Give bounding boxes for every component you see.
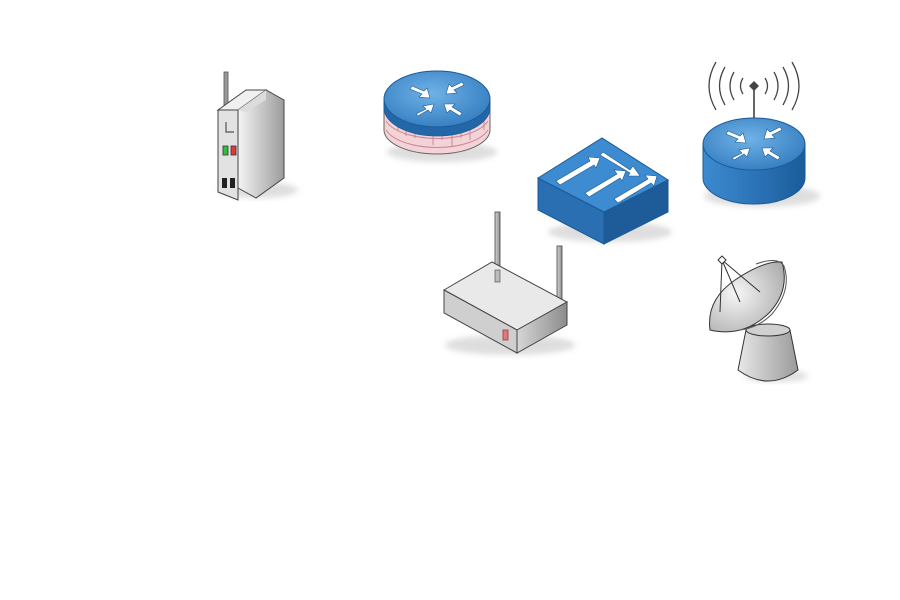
- firewall-router-icon: [383, 70, 497, 162]
- radio-waves-icon: [708, 61, 800, 111]
- satellite-dish-icon: [709, 255, 808, 382]
- wifi-modem-icon: [442, 211, 575, 355]
- status-led-red: [230, 145, 237, 156]
- status-led-green: [222, 145, 229, 156]
- modem-led-icon: [502, 329, 509, 341]
- wireless-router-icon: [702, 61, 820, 207]
- wireless-access-point-icon: [216, 71, 298, 201]
- network-switch-icon: [536, 137, 672, 245]
